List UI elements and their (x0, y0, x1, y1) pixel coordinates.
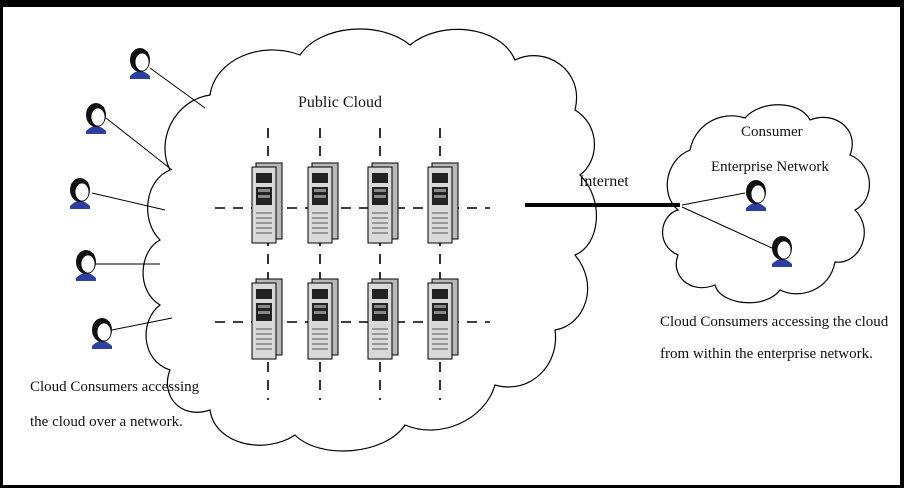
person-icon (70, 178, 90, 209)
frame-border-right (900, 0, 904, 488)
person-icon (746, 180, 766, 211)
person-icon (772, 236, 792, 267)
server-icon (367, 162, 399, 244)
right-caption-line1: Cloud Consumers accessing the cloud (660, 314, 889, 330)
connector-1 (149, 67, 206, 109)
connector-5 (111, 317, 173, 331)
right-caption-line2: from within the enterprise network. (660, 346, 873, 362)
person-icon (86, 103, 106, 134)
connector-right-2 (681, 206, 773, 249)
left-caption-line2: the cloud over a network. (30, 414, 183, 430)
server-grid (251, 162, 459, 360)
server-icon (427, 278, 459, 360)
server-icon (307, 278, 339, 360)
internet-label: Internet (579, 173, 629, 190)
server-icon (251, 278, 283, 360)
person-icon (76, 250, 96, 281)
left-caption-line1: Cloud Consumers accessing (30, 379, 200, 395)
connector-right-1 (681, 192, 746, 206)
server-icon (427, 162, 459, 244)
server-icon (251, 162, 283, 244)
person-icon (130, 48, 150, 79)
server-icon (307, 162, 339, 244)
enterprise-cloud-label-line2: Enterprise Network (711, 159, 829, 175)
person-icon (92, 318, 112, 349)
enterprise-cloud-shape (662, 104, 870, 304)
server-icon (367, 278, 399, 360)
connector-3 (91, 192, 166, 211)
left-connectors (91, 67, 206, 331)
connector-2 (105, 117, 173, 171)
right-connectors (681, 192, 773, 249)
persons (70, 48, 792, 349)
enterprise-cloud-label-line1: Consumer (741, 124, 803, 140)
public-cloud-label: Public Cloud (298, 94, 383, 111)
frame-border-left (0, 0, 3, 488)
